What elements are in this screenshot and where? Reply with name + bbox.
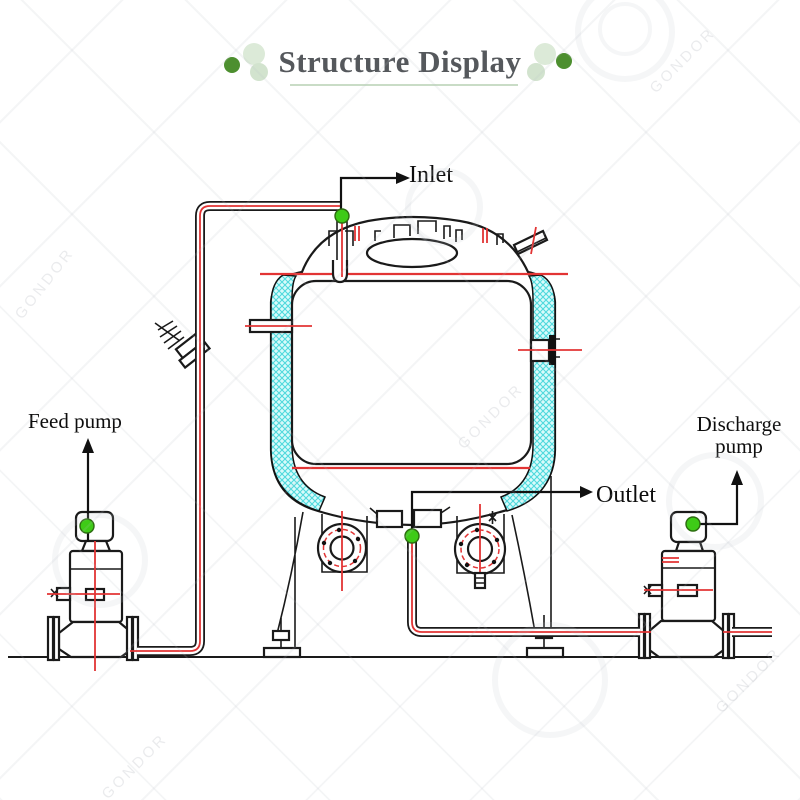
dome-nozzles (328, 220, 504, 246)
left-nozzle (245, 318, 312, 334)
title-underline (290, 84, 518, 86)
discharge-pump-label: Discharge pump (696, 412, 782, 459)
outlet-connection-dot (404, 528, 420, 544)
right-leg (511, 476, 552, 633)
inlet-connection-dot (334, 208, 350, 224)
left-foot (262, 618, 302, 659)
decor-dot-light-left-small (250, 63, 268, 81)
bottom-flange-right (453, 504, 507, 590)
outlet-label: Outlet (596, 482, 656, 508)
dome-nozzle-ticks-right (482, 228, 488, 243)
discharge-pump-connection-dot (685, 516, 701, 532)
insulation-left (270, 274, 327, 512)
feed-pump-label: Feed pump (28, 409, 122, 433)
inner-vessel (290, 279, 533, 466)
angled-nozzle (512, 226, 549, 256)
inlet-label: Inlet (409, 162, 453, 188)
bottom-outlet-nozzle (369, 506, 451, 529)
inlet-arrow (339, 172, 410, 212)
discharge-pump-casing (646, 619, 727, 659)
title-block: Structure Display (0, 38, 800, 98)
feed-pump-connection-dot (79, 518, 95, 534)
manhole-ellipse (365, 237, 459, 269)
outlet-arrow (410, 486, 593, 530)
inlet-dip-tube (331, 217, 349, 284)
decor-dot-dark-left (224, 57, 240, 73)
right-nozzle (518, 335, 582, 365)
decor-dot-dark-right (556, 53, 572, 69)
decor-dot-light-right-big (534, 43, 556, 65)
insulation-right (500, 274, 556, 512)
small-vent-symbol (488, 511, 497, 524)
page-title: Structure Display (278, 44, 522, 79)
outlet-pipe (407, 540, 651, 637)
feed-pump-centerlines (47, 541, 120, 671)
discharge-pump (637, 510, 736, 660)
decor-dot-light-right-small (527, 63, 545, 81)
feed-pipe (130, 201, 342, 656)
bottom-flange-left (316, 511, 368, 591)
decor-dot-light-left-big (243, 43, 265, 65)
feed-pump (46, 510, 140, 671)
discharge-pump-arrow (697, 470, 743, 526)
tank-vessel (245, 215, 582, 527)
dome-nozzle-ticks-left (354, 226, 360, 241)
